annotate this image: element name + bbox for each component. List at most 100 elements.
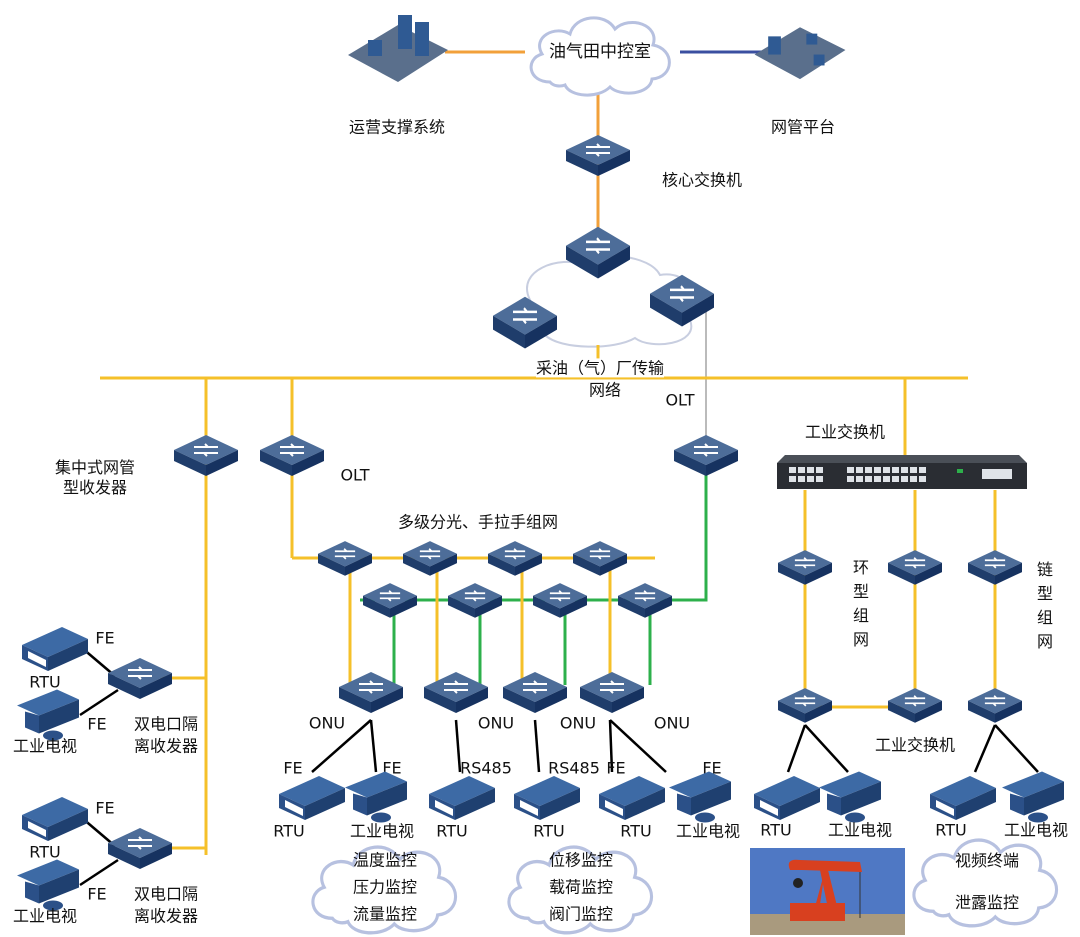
olt-right-label: OLT <box>665 390 695 410</box>
industrial-switch-icon <box>968 685 1022 725</box>
rtu-label: RTU <box>760 820 792 840</box>
optical-splitter-icon <box>533 580 587 620</box>
rtu-icon <box>752 772 822 822</box>
rtu-label: RTU <box>29 672 61 692</box>
nms-platform-label: 网管平台 <box>770 117 836 137</box>
industrial-tv-camera-icon <box>667 770 737 825</box>
rtu-icon <box>277 772 347 822</box>
rtu-icon <box>427 772 497 822</box>
core-switch-icon <box>566 132 630 178</box>
rtu-label: RTU <box>273 821 305 841</box>
onu-icon <box>424 667 488 717</box>
industrial-tv-camera-icon <box>15 688 85 743</box>
monitor-item: 载荷监控 <box>548 877 614 897</box>
optical-splitter-icon <box>363 580 417 620</box>
rtu-icon <box>20 623 90 673</box>
control-room-label: 油气田中控室 <box>549 41 651 62</box>
rtu-icon <box>928 772 998 822</box>
industrial-switch-top-label: 工业交换机 <box>804 422 886 442</box>
ops-system-label: 运营支撑系统 <box>348 117 446 137</box>
splitter-network-label: 多级分光、手拉手组网 <box>397 512 559 532</box>
olt-right-icon <box>674 432 738 478</box>
onu-label: ONU <box>653 713 691 733</box>
ring-router-top-icon <box>566 223 630 281</box>
monitor-item: 位移监控 <box>548 850 614 870</box>
fe-label: FE <box>87 714 107 734</box>
onu-label: ONU <box>308 713 346 733</box>
onu-label: ONU <box>559 713 597 733</box>
monitoring-cloud-text: 位移监控 载荷监控 阀门监控 <box>549 847 613 928</box>
ring-router-left-icon <box>493 293 557 351</box>
transport-network-label-2: 网络 <box>588 380 622 400</box>
transceiver-label-1: 双电口隔 <box>133 884 199 904</box>
industrial-switch-icon <box>968 547 1022 587</box>
optical-splitter-icon <box>488 538 542 578</box>
industrial-tv-label: 工业电视 <box>349 821 415 841</box>
rtu-label: RTU <box>29 842 61 862</box>
fe-label: FE <box>95 628 115 648</box>
fe-label: FE <box>87 884 107 904</box>
industrial-tv-camera-icon <box>343 770 413 825</box>
onu-label: ONU <box>477 713 515 733</box>
rtu-label: RTU <box>620 821 652 841</box>
industrial-tv-label: 工业电视 <box>12 906 78 926</box>
optical-splitter-icon <box>318 538 372 578</box>
industrial-switch-bottom-label: 工业交换机 <box>874 735 956 755</box>
onu-icon <box>503 667 567 717</box>
onu-icon <box>580 667 644 717</box>
ring-network-label: 环型组网 <box>852 558 869 649</box>
transceiver-label-2: 离收发器 <box>133 906 199 926</box>
monitor-item: 阀门监控 <box>548 904 614 924</box>
monitor-item: 温度监控 <box>352 850 418 870</box>
monitor-item: 压力监控 <box>352 877 418 897</box>
rtu-label: RTU <box>436 821 468 841</box>
link-label: RS485 <box>460 758 512 778</box>
optical-splitter-icon <box>618 580 672 620</box>
link-label: FE <box>283 758 303 778</box>
oil-pump-jack-photo <box>750 848 905 935</box>
transceiver-label-2: 离收发器 <box>133 736 199 756</box>
olt-left-label: OLT <box>340 465 370 485</box>
optical-splitter-icon <box>448 580 502 620</box>
server-cluster-icon <box>348 15 448 82</box>
link-label: FE <box>606 758 626 778</box>
link-label: RS485 <box>548 758 600 778</box>
chain-network-label: 链型组网 <box>1036 560 1053 651</box>
dual-port-transceiver-icon <box>108 655 172 701</box>
industrial-switch-icon <box>888 685 942 725</box>
rtu-icon <box>597 772 667 822</box>
industrial-tv-label: 工业电视 <box>12 736 78 756</box>
transport-network-label-1: 采油（气）厂传输 <box>535 358 665 378</box>
onu-icon <box>339 667 403 717</box>
monitoring-cloud-text: 温度监控 压力监控 流量监控 <box>353 847 417 928</box>
rtu-label: RTU <box>533 821 565 841</box>
olt-left-icon <box>260 432 324 478</box>
transceiver-label-1: 双电口隔 <box>133 714 199 734</box>
nms-server-icon <box>754 27 846 80</box>
optical-splitter-icon <box>573 538 627 578</box>
central-transceiver-label: 集中式网管型收发器 <box>55 458 136 497</box>
industrial-switch-icon <box>888 547 942 587</box>
fe-label: FE <box>95 798 115 818</box>
rtu-label: RTU <box>935 820 967 840</box>
monitor-item: 泄露监控 <box>954 893 1020 912</box>
optical-splitter-icon <box>403 538 457 578</box>
industrial-tv-label: 工业电视 <box>675 821 741 841</box>
ring-router-right-icon <box>650 271 714 329</box>
rtu-icon <box>512 772 582 822</box>
monitor-item: 视频终端 <box>954 851 1020 870</box>
central-transceiver-icon <box>174 432 238 478</box>
industrial-tv-camera-icon <box>15 858 85 913</box>
dual-port-transceiver-icon <box>108 825 172 871</box>
industrial-tv-camera-icon <box>1000 770 1070 825</box>
industrial-tv-label: 工业电视 <box>1003 820 1069 840</box>
industrial-rack-switch-icon <box>777 455 1027 489</box>
monitoring-cloud-text: 视频终端 泄露监控 <box>955 840 1019 924</box>
monitor-item: 流量监控 <box>352 904 418 924</box>
industrial-switch-icon <box>778 547 832 587</box>
industrial-switch-icon <box>778 685 832 725</box>
core-switch-label: 核心交换机 <box>661 170 743 190</box>
industrial-tv-label: 工业电视 <box>827 820 893 840</box>
industrial-tv-camera-icon <box>817 770 887 825</box>
